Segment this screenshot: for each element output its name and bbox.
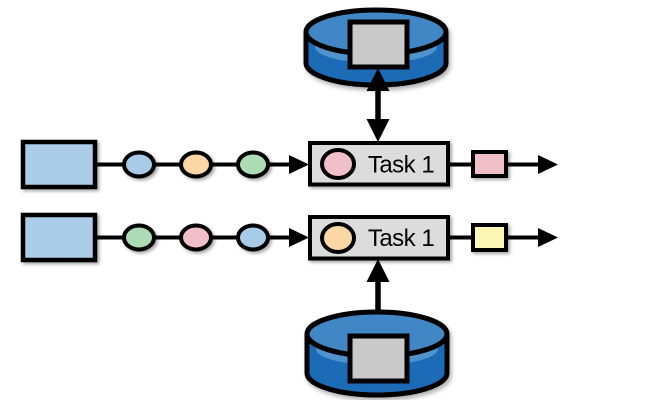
output-token-square [471,150,508,178]
queue-token-3 [236,223,270,252]
output-arrowhead-icon [538,155,558,174]
database-top [303,7,449,88]
task-label: Task 1 [368,225,435,252]
source-box [20,212,98,263]
queue-token-1 [122,223,156,252]
task-token [320,222,356,254]
database-record-square [347,19,410,70]
queue-token-2 [179,150,213,179]
task-label: Task 1 [368,152,435,179]
database-record-square [347,333,410,384]
arrowhead-up-icon [366,259,390,282]
queue-token-2 [179,223,213,252]
database-bottom [304,309,450,398]
arrowhead-down-icon [366,119,390,142]
source-box [20,139,98,190]
arrowhead-up-icon [366,68,390,91]
output-token-square [471,223,508,252]
queue-arrowhead-icon [289,155,309,174]
pipeline-row-1: Task 1 [20,139,558,190]
queue-token-3 [236,150,270,179]
queue-arrowhead-icon [289,228,309,247]
db-link-arrow-top [366,68,390,142]
task-token [320,148,356,180]
pipeline-row-2: Task 1 [20,212,558,263]
database-cylinder-outline [304,334,450,398]
output-arrowhead-icon [538,228,558,247]
queue-token-1 [122,150,156,179]
